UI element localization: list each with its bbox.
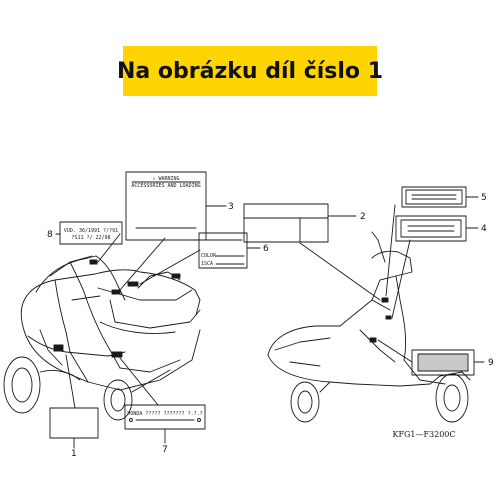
label-6-row1: COLOR [201, 253, 217, 259]
title-text: Na obrázku díl číslo 1 [116, 58, 384, 84]
label-2 [243, 203, 329, 243]
label-4 [395, 215, 467, 242]
label-5 [401, 186, 467, 208]
right-scooter-illustration [267, 231, 471, 423]
label-9 [411, 349, 475, 376]
label-8-line1: VUD. 36/1991 ?/?91 [64, 228, 118, 234]
label-7-text: HONDA ????? ??????? ?.?.? [127, 411, 202, 417]
label-7 [124, 404, 206, 430]
callout-2: 2 [360, 212, 366, 222]
callout-stubs [55, 196, 485, 449]
callout-7: 7 [162, 445, 168, 455]
label-3-title: ⚠ WARNING [152, 176, 179, 182]
label-1 [49, 407, 99, 439]
title-banner: Na obrázku díl číslo 1 [117, 46, 383, 96]
callout-4: 4 [481, 224, 487, 234]
label-8 [59, 221, 123, 245]
drawing-code: KFG1—F3200C [392, 430, 455, 439]
callout-1: 1 [71, 449, 77, 459]
left-scooter-illustration [3, 255, 201, 421]
label-6-row2: 1SCA [201, 261, 213, 267]
callout-3: 3 [228, 202, 234, 212]
label-3-subtitle: ACCESSORIES AND LOADING [131, 183, 200, 189]
label-8-line2: ?S11 ?/ 22/98 [71, 235, 110, 241]
callout-6: 6 [263, 244, 269, 254]
label-6 [198, 232, 248, 269]
callout-9: 9 [488, 358, 494, 368]
leader-lines-left [65, 233, 201, 409]
callout-5: 5 [481, 193, 487, 203]
callout-8: 8 [47, 230, 53, 240]
leader-lines-right [299, 204, 413, 363]
